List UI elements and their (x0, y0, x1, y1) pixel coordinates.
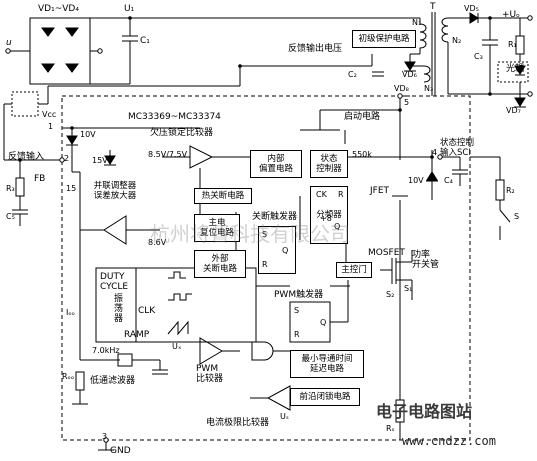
label-uo: +Uₒ (502, 10, 520, 20)
label-power-switch: 功率 开关管 (412, 250, 440, 270)
label-mosfet: MOSFET (368, 248, 405, 258)
label-s-pin2: S (294, 306, 300, 315)
label-startup: 启动电路 (344, 112, 381, 122)
box-ext-shutdown: 外部 关断电路 (194, 250, 246, 278)
label-ramp: RAMP (124, 330, 150, 340)
box-rs-flipflop (258, 226, 296, 274)
label-pin1: 1 (48, 122, 54, 131)
label-r-pin: R (338, 190, 344, 199)
label-lowpass: 低通滤波器 (90, 376, 136, 386)
label-zener-15v: 15V (92, 156, 108, 165)
label-r1: R₁ (508, 40, 517, 49)
label-chip: MC33369~MC33374 (128, 112, 221, 122)
label-n1: N₁ (412, 18, 422, 27)
label-r-pin3: R (294, 330, 300, 339)
label-q-pin2: Q (320, 318, 327, 327)
label-pwm-comparator: PWM 比较器 (196, 364, 224, 384)
label-oscillator: 振 荡 器 (114, 294, 124, 324)
label-q-pin: Q (282, 246, 289, 255)
label-fb: FB (34, 174, 46, 184)
label-plus-minus: +8 (320, 214, 332, 223)
label-pin5: 5 (404, 98, 410, 107)
box-primary-protect: 初级保护电路 (352, 30, 416, 48)
label-vd7: VD₇ (506, 106, 521, 115)
label-vd1-vd4: VD₁~VD₄ (38, 4, 79, 14)
box-min-on-time: 最小导通时间 延迟电路 (290, 350, 364, 378)
label-vd5: VD₅ (464, 4, 479, 13)
label-rfb: Rₒₒ (62, 372, 75, 381)
label-r-pin2: R (262, 260, 268, 269)
label-vd8: VD₈ (394, 84, 409, 93)
label-zener-10v-a: 10V (80, 130, 96, 139)
label-optocoupler: 光耦 (506, 64, 525, 74)
label-s-pin: S (262, 230, 268, 239)
label-uvlo: 欠压锁定比较器 (150, 128, 214, 138)
label-jfet: JFET (370, 186, 390, 196)
box-gate-ctrl: 主控门 (336, 262, 372, 278)
label-feedback-voltage: 反馈输出电压 (288, 44, 343, 54)
label-v-ref: 8.5V/7.5V (148, 150, 188, 159)
label-pin4: 4 (432, 148, 438, 157)
label-vcc: Vᴄᴄ (42, 110, 57, 119)
label-c1: C₁ (140, 36, 150, 46)
watermark-site-cn: 电子电路图站 (376, 402, 473, 421)
label-ck: CK (316, 190, 327, 199)
label-vd6: VD₆ (402, 70, 417, 79)
watermark-site-url: www.cndzz.com (402, 434, 496, 448)
label-pin2: 2 (64, 154, 70, 163)
label-s2: S₂ (386, 290, 395, 299)
label-clk: CLK (138, 306, 156, 316)
label-ifb: Iₒₒ (66, 308, 75, 317)
label-pwm-flipflop: PWM触发器 (274, 290, 324, 300)
label-r2: R₂ (506, 186, 515, 195)
label-status-input: 状态控制 输入SCI (440, 138, 475, 158)
label-rs: Rₛ (386, 424, 395, 433)
label-feedback-input: 反馈输入 (8, 152, 45, 162)
label-s1: S₁ (404, 284, 413, 293)
label-c5: C₅ (6, 212, 15, 221)
label-t: T (430, 2, 436, 12)
label-pin3: 3 (102, 432, 108, 441)
label-switch-s: S (514, 212, 520, 221)
label-current-limit: 电流极限比较器 (206, 418, 270, 428)
label-u-input: u (6, 38, 12, 48)
label-shutdown-flipflop: 关断触发器 (252, 212, 298, 222)
label-n3: N₃ (424, 84, 434, 93)
label-c4: C₄ (444, 176, 453, 185)
box-divider: 分频器 (310, 186, 348, 244)
watermark-company: 杭州将督科技有限公司 (150, 222, 350, 246)
box-error-amp: 并联调整器 误差放大器 (93, 181, 137, 201)
box-leading-edge: 前沿闭锁电路 (290, 388, 360, 406)
label-r3: R₃ (6, 184, 15, 193)
box-state-controller: 状态 控制器 (310, 150, 348, 178)
label-q-pin3: Q (334, 222, 341, 231)
label-n2: N₂ (452, 36, 462, 45)
label-gnd: GND (110, 446, 131, 456)
bridge-rectifier (29, 17, 91, 85)
chip-boundary (61, 95, 471, 441)
label-us: Uₛ (280, 412, 289, 421)
label-c3: C₃ (474, 52, 483, 61)
label-zener-10v-b: 10V (408, 176, 424, 185)
box-thermal-shutdown: 热关断电路 (194, 188, 252, 204)
label-ux: Uₓ (172, 342, 182, 351)
label-r550: 550k (352, 150, 372, 159)
label-clk-freq: 7.0kHz (92, 346, 120, 355)
label-8-6v: 8.6V (148, 238, 167, 247)
label-c2: C₂ (348, 70, 357, 79)
label-u1: U₁ (124, 4, 135, 14)
box-internal-bias: 内部 偏置电路 (250, 150, 302, 178)
label-pin15: 15 (66, 184, 77, 193)
label-duty-cycle: DUTY CYCLE (100, 272, 129, 292)
box-main-reset: 主电 复位电路 (194, 214, 240, 242)
